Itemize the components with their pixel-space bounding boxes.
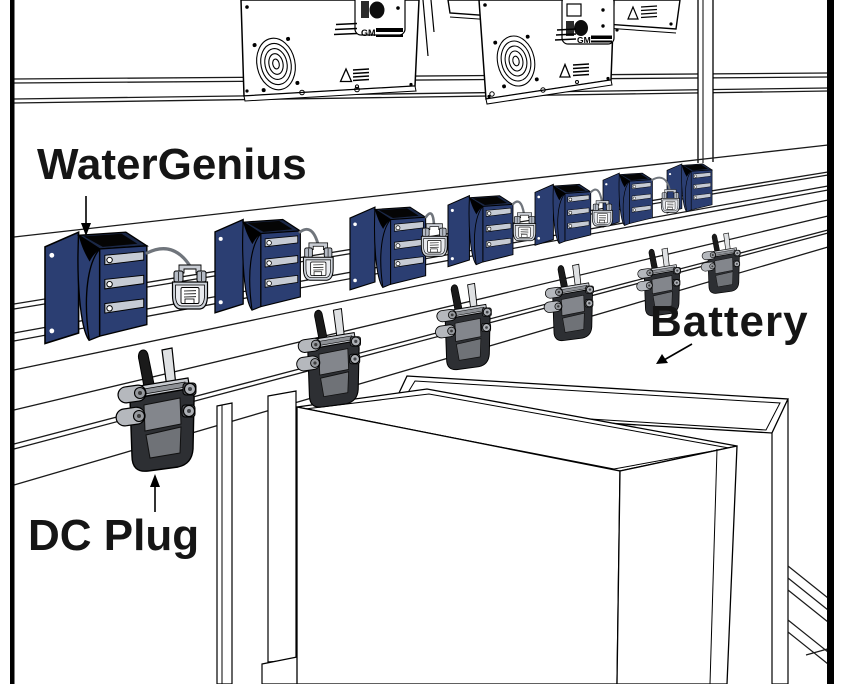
dc-cable <box>589 188 604 204</box>
watergenius-label: WaterGenius <box>37 140 307 189</box>
watergenius-row <box>44 163 713 345</box>
watergenius-unit <box>447 195 514 268</box>
floor-lines <box>787 565 834 669</box>
battery-label: Battery <box>650 297 809 346</box>
dc-plug-unit <box>434 282 492 371</box>
frame-border-left <box>10 0 15 684</box>
cable-connector <box>591 200 613 227</box>
rack-post <box>261 390 303 684</box>
watergenius-unit <box>349 206 427 291</box>
cable-connector <box>171 264 209 310</box>
watergenius-unit <box>214 218 302 314</box>
warning-triangle-icon <box>627 5 658 20</box>
vent-lines <box>554 28 577 41</box>
watergenius-unit <box>534 183 592 246</box>
frame-border-right <box>827 0 834 684</box>
knob-icon <box>574 20 588 36</box>
dc-plug-unit <box>295 308 362 408</box>
dc-cable <box>424 212 436 227</box>
knob-panel <box>561 0 615 45</box>
gm-logo-text: GM <box>361 28 376 38</box>
gm-logo-text: GM <box>577 35 591 45</box>
dc-cable <box>298 227 320 246</box>
battery-arrow <box>656 343 693 364</box>
knob-icon <box>369 1 385 19</box>
watergenius-arrow <box>81 196 91 236</box>
battery-front <box>296 388 738 684</box>
cable-connector <box>302 242 334 281</box>
rack-post <box>216 402 233 684</box>
cable-connector <box>512 212 537 242</box>
dc-plug-unit <box>114 347 197 472</box>
vent-lines <box>333 22 358 36</box>
knob-knurl <box>566 21 574 36</box>
charger-panel-right: GM <box>478 0 615 105</box>
charger-panel-left: GM <box>240 0 435 102</box>
panel-bracket <box>422 0 429 57</box>
upper-wall-rails <box>13 72 829 104</box>
dc-cable <box>145 247 192 268</box>
gm-logo: GM <box>577 35 612 45</box>
gm-logo: GM <box>361 28 403 38</box>
warning-triangle-icon <box>559 62 590 84</box>
dc-plug-arrow <box>150 474 160 512</box>
dc-plug-label: DC Plug <box>28 511 200 560</box>
knob-knurl <box>361 1 369 18</box>
display-button <box>566 3 582 17</box>
warning-triangle-icon <box>339 67 370 89</box>
dc-plug-unit <box>543 263 595 342</box>
watergenius-unit <box>44 231 148 345</box>
wall-strut <box>697 0 714 163</box>
cable-connector <box>420 223 448 257</box>
dc-cable <box>651 176 671 192</box>
dc-cable <box>511 200 526 216</box>
